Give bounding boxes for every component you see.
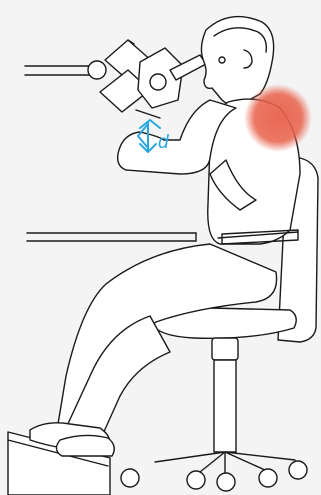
- strain-point-icon: [244, 84, 312, 152]
- table-edge: [27, 233, 196, 241]
- microscope-icon: [25, 40, 206, 118]
- dimension-label: d: [158, 132, 170, 153]
